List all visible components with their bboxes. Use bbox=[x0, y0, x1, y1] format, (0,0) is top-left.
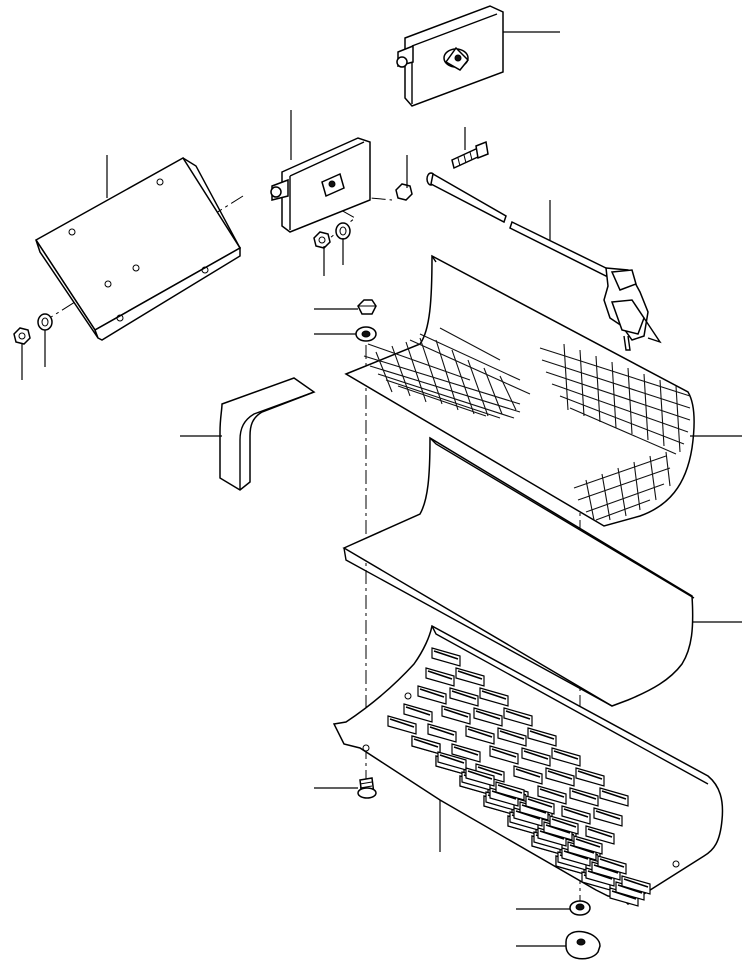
middle-latch-plate bbox=[270, 137, 371, 233]
grille-slot-edge bbox=[623, 878, 649, 888]
lower-bolt bbox=[357, 777, 377, 799]
perforated-grille-plate bbox=[332, 624, 724, 907]
grille-slot-edge bbox=[523, 750, 549, 760]
middle-small-nut bbox=[395, 183, 413, 201]
wire-mesh-screen bbox=[344, 254, 695, 527]
middle-nut-b bbox=[335, 222, 351, 240]
bottom-nut bbox=[565, 930, 601, 960]
grille-slot-edge bbox=[599, 858, 625, 868]
grille-slot-edge bbox=[405, 706, 431, 716]
mesh-pattern-left bbox=[363, 327, 531, 419]
bolt bbox=[451, 140, 489, 170]
grille-slot-edge bbox=[427, 670, 453, 680]
grille-slot-edge bbox=[563, 808, 589, 818]
grille-slot-edge bbox=[527, 798, 553, 808]
grille-slot-edge bbox=[439, 754, 465, 764]
grille-slot-edge bbox=[577, 770, 603, 780]
upper-washer bbox=[355, 326, 377, 342]
grille-slot-edge bbox=[553, 750, 579, 760]
grille-slot-edge bbox=[443, 708, 469, 718]
grille-slot-edge bbox=[433, 650, 459, 660]
grille-slot-edge bbox=[429, 726, 455, 736]
upper-nut bbox=[357, 299, 377, 315]
grille-slot-edge bbox=[467, 770, 493, 780]
grille-slot-edge bbox=[477, 766, 503, 776]
grille-slot-edge bbox=[529, 730, 555, 740]
grille-slot-edge bbox=[453, 746, 479, 756]
grille-slot-edge bbox=[505, 710, 531, 720]
grille-slot-edge bbox=[587, 828, 613, 838]
leader-lines bbox=[21, 31, 742, 947]
grille-slot-edge bbox=[499, 730, 525, 740]
grille-slot-edge bbox=[389, 718, 415, 728]
bottom-washer bbox=[569, 900, 591, 916]
grille-slot-edge bbox=[571, 790, 597, 800]
grille-slot-edge bbox=[575, 838, 601, 848]
grille-slot-edge bbox=[457, 670, 483, 680]
rubber-seal-strip bbox=[219, 377, 316, 491]
grille-slot-edge bbox=[601, 790, 627, 800]
grille-slot-edge bbox=[451, 690, 477, 700]
grille-slot-edge bbox=[515, 768, 541, 778]
left-nut bbox=[13, 327, 31, 345]
grille-slot-edge bbox=[475, 710, 501, 720]
top-latch-plate bbox=[396, 5, 504, 107]
rod-and-latch-assembly bbox=[426, 172, 662, 351]
grille-slot-edge bbox=[551, 818, 577, 828]
grille-slot-edge bbox=[539, 788, 565, 798]
grille-slots bbox=[387, 647, 651, 907]
grille-slot-edge bbox=[481, 690, 507, 700]
left-washer bbox=[37, 313, 53, 331]
grille-slot-edge bbox=[497, 784, 523, 794]
middle-nut-a bbox=[313, 231, 331, 249]
mesh-pattern-right bbox=[539, 343, 691, 521]
grille-slot-edge bbox=[595, 810, 621, 820]
grille-slot-edge bbox=[491, 748, 517, 758]
grille-slot-edge bbox=[413, 738, 439, 748]
grille-slot-edge bbox=[547, 770, 573, 780]
grille-slot-edge bbox=[419, 688, 445, 698]
left-bracket-cover bbox=[34, 156, 242, 341]
grille-slot-edge bbox=[467, 728, 493, 738]
solid-sheet-panel bbox=[342, 436, 695, 707]
centerline-middle bbox=[296, 190, 393, 201]
